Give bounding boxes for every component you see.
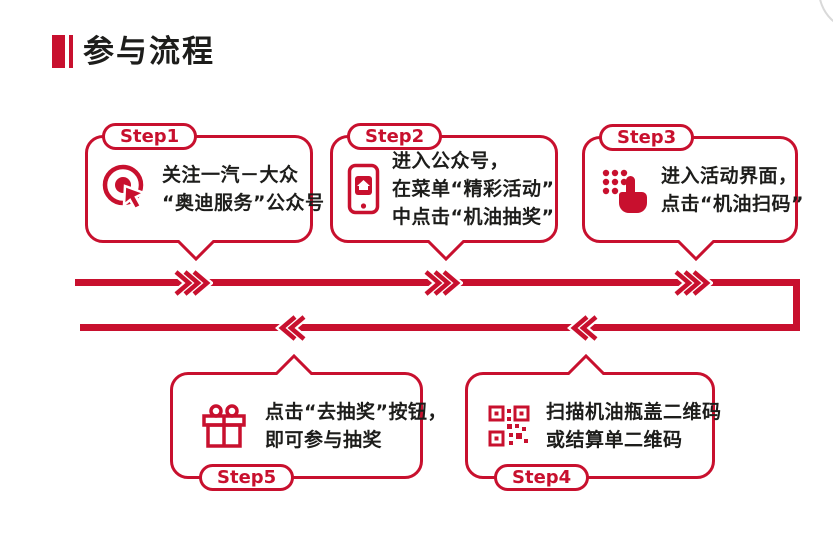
title-accent-bar-icon xyxy=(69,35,73,68)
chevron-right-icon xyxy=(673,269,713,297)
step4-label: Step4 xyxy=(494,464,590,491)
chevron-right-icon xyxy=(173,269,213,297)
step4-bubble: Step4 xyxy=(465,353,721,491)
bubble-tail xyxy=(675,240,717,262)
step5-label: Step5 xyxy=(199,464,295,491)
step5-bubble: Step5 点击“去抽奖”按钮， 即可参与抽奖 xyxy=(170,353,446,491)
page-title: 参与流程 xyxy=(83,34,215,70)
section-title: 参与流程 xyxy=(52,26,215,71)
step2-bubble: Step2 进入公众号， 在菜单“精彩活动” 中点击“机油抽奖” xyxy=(330,123,558,262)
step1-text: 关注一汽－大众 “奥迪服务”公众号 xyxy=(162,164,325,214)
flow-line-bottom xyxy=(80,324,793,331)
chevron-left-icon xyxy=(567,314,599,342)
chevron-left-icon xyxy=(275,314,307,342)
step1-bubble: Step1 关注一汽－大众 “奥迪服务”公众号 xyxy=(85,123,324,262)
step2-text: 进入公众号， 在菜单“精彩活动” 中点击“机油抽奖” xyxy=(392,150,555,228)
step3-bubble: Step3 进入活动界面， 点击“机油扫码” xyxy=(582,124,803,262)
step5-text: 点击“去抽奖”按钮， 即可参与抽奖 xyxy=(265,400,447,451)
decorative-arc xyxy=(818,0,833,32)
bubble-tail xyxy=(425,240,467,262)
step3-label: Step3 xyxy=(599,124,695,151)
bubble-tail xyxy=(565,353,607,375)
gift-icon xyxy=(201,402,247,450)
phone-icon xyxy=(347,163,380,215)
flow-line-corner xyxy=(793,279,800,331)
qr-code-icon xyxy=(488,405,530,447)
step3-text: 进入活动界面， 点击“机油扫码” xyxy=(661,164,804,215)
title-accent-bar-icon xyxy=(52,35,65,68)
step2-label: Step2 xyxy=(347,123,443,150)
chevron-right-icon xyxy=(423,269,463,297)
bubble-tail xyxy=(273,353,315,375)
target-cursor-icon xyxy=(101,163,149,215)
step4-text: 扫描机油瓶盖二维码 或结算单二维码 xyxy=(546,400,722,451)
step1-label: Step1 xyxy=(102,123,198,150)
tap-icon xyxy=(599,164,649,216)
bubble-tail xyxy=(175,240,217,262)
